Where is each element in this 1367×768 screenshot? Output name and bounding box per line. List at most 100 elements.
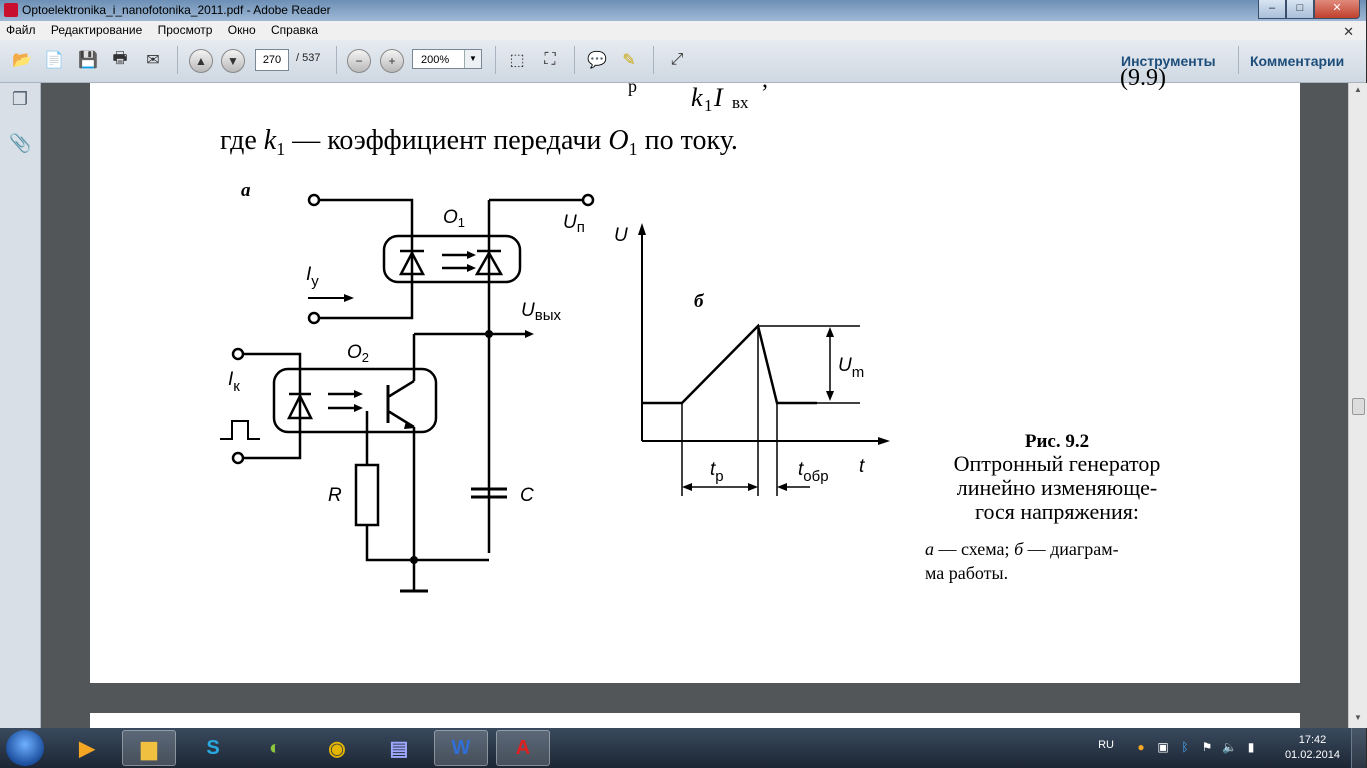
next-page-icon[interactable]: ▼	[221, 49, 245, 73]
scroll-thumb[interactable]	[1352, 398, 1365, 415]
explorer-icon[interactable]: ▆	[122, 730, 176, 766]
formula-I-sub: вх	[732, 93, 749, 112]
label-o2: O2	[347, 342, 369, 365]
terminal	[307, 193, 321, 207]
figure-caption: Рис. 9.2 Оптронный генератор линейно изм…	[954, 431, 1161, 524]
window-title: Optoelektronika_i_nanofotonika_2011.pdf …	[22, 3, 331, 17]
close-button[interactable]: ✕	[1314, 0, 1360, 19]
media-player-icon[interactable]: ▶	[79, 737, 95, 760]
adobe-reader-icon	[4, 3, 18, 17]
taskbar: ▶ ▆ S ◐ ◉ ▤ W A RU ● ▣ ᛒ ⚑ 🔈 ▮ 17:42 01.…	[0, 728, 1366, 768]
label-u: U	[614, 225, 628, 246]
toolbar-divider	[653, 46, 654, 74]
show-desktop-button[interactable]	[1351, 728, 1366, 768]
print-icon[interactable]: 🖶	[112, 49, 128, 67]
label-r: R	[328, 485, 342, 506]
label-um: Um	[838, 355, 864, 381]
previous-page-icon[interactable]: ▲	[189, 49, 213, 73]
start-button[interactable]	[6, 730, 44, 766]
tools-button[interactable]: Инструменты	[1121, 53, 1216, 69]
highlight-icon[interactable]: ✎	[622, 52, 636, 69]
tray-app-icon[interactable]: ●	[1137, 740, 1145, 754]
zoom-out-icon[interactable]: −	[347, 49, 371, 73]
caption-legend: а — схема; б — диаграм- ма работы.	[925, 539, 1119, 583]
page-number-input[interactable]: 270	[255, 49, 289, 71]
menu-file[interactable]: Файл	[6, 23, 36, 37]
toolbar-divider	[177, 46, 178, 74]
caption-line-1: Оптронный генератор	[954, 451, 1161, 476]
zoom-select[interactable]: 200%▼	[412, 49, 482, 69]
create-pdf-icon[interactable]: 📄	[44, 52, 64, 69]
tray-flag-icon[interactable]: ⚑	[1201, 740, 1213, 754]
formula-p-sub: р	[628, 76, 637, 96]
label-tp: tр	[710, 459, 724, 485]
menu-window[interactable]: Окно	[227, 23, 256, 37]
optocoupler-o2	[272, 367, 438, 434]
phototransistor-collector	[387, 379, 415, 399]
formula-number: (9.9)	[1120, 65, 1166, 91]
label-iy: Iу	[306, 264, 319, 290]
scroll-down-icon[interactable]: ▼	[1354, 713, 1362, 722]
document-viewer[interactable]: р , k 1 I вх (9.9) где k1 — коэффициент …	[41, 65, 1348, 753]
toolbar-divider	[1238, 46, 1239, 74]
word-icon[interactable]: W	[434, 730, 488, 766]
maximize-button[interactable]: □	[1286, 0, 1314, 19]
clock-time: 17:42	[1298, 734, 1327, 746]
formula-k: k	[691, 83, 703, 112]
email-icon[interactable]: ✉	[146, 52, 160, 69]
pages-panel-icon[interactable]: ❐	[11, 89, 29, 109]
chevron-down-icon[interactable]: ▼	[464, 50, 481, 68]
app-grid-icon[interactable]: ▤	[389, 737, 409, 760]
menu-help[interactable]: Справка	[271, 23, 319, 37]
clock-date: 01.02.2014	[1284, 749, 1340, 761]
toolbar-divider	[336, 46, 337, 74]
scroll-up-icon[interactable]: ▲	[1354, 85, 1362, 94]
volume-icon[interactable]: 🔈	[1222, 740, 1237, 754]
fit-width-icon[interactable]: ⛶	[544, 51, 556, 68]
terminal	[231, 347, 245, 361]
skype-icon[interactable]: S	[206, 736, 220, 759]
caption-title: Рис. 9.2	[1025, 431, 1089, 452]
tray-bluetooth-icon[interactable]: ᛒ	[1181, 740, 1189, 754]
language-indicator[interactable]: RU	[1098, 739, 1114, 751]
toolbar-divider	[574, 46, 575, 74]
label-un: Uп	[563, 212, 585, 236]
terminal	[231, 451, 245, 465]
label-b: б	[694, 291, 705, 312]
app-icon[interactable]: ◐	[268, 736, 282, 759]
menu-view[interactable]: Просмотр	[157, 23, 213, 37]
save-icon[interactable]: 💾	[78, 52, 98, 69]
attachments-icon[interactable]: 📎	[9, 133, 32, 153]
open-icon[interactable]: 📂	[12, 52, 32, 69]
timing-diagram	[641, 233, 880, 496]
network-icon[interactable]: ▮	[1247, 740, 1255, 754]
fit-page-icon[interactable]: ⬚	[509, 52, 525, 69]
diagram-arrows	[638, 223, 890, 491]
minimize-button[interactable]: –	[1258, 0, 1286, 19]
adobe-reader-taskbar-icon[interactable]: A	[496, 730, 550, 766]
close-document-button[interactable]: ✕	[1343, 24, 1354, 39]
circuit-schematic	[220, 193, 595, 593]
label-ik: Iк	[228, 369, 240, 395]
zoom-in-icon[interactable]: +	[380, 49, 404, 73]
pdf-page: р , k 1 I вх (9.9) где k1 — коэффициент …	[90, 65, 1300, 683]
fullscreen-icon[interactable]: ⤢	[670, 51, 684, 68]
terminal	[581, 193, 595, 207]
label-o1: O1	[443, 207, 465, 230]
voltage-waveform	[642, 323, 817, 405]
label-t: t	[859, 456, 865, 477]
menu-edit[interactable]: Редактирование	[50, 23, 143, 37]
vertical-scrollbar[interactable]: ▲ ▼	[1348, 83, 1367, 728]
comments-button[interactable]: Комментарии	[1250, 53, 1345, 69]
app-disc-icon[interactable]: ◉	[328, 737, 346, 760]
menu-bar: Файл Редактирование Просмотр Окно Справк…	[0, 21, 1366, 40]
circuit-labels: а O1 Uп Iу Uвых O2 Iк R C	[228, 180, 585, 506]
clock[interactable]: 17:42 01.02.2014	[1285, 733, 1340, 763]
diagram-labels: U б Um t tр tобр	[614, 225, 865, 485]
tray-clipboard-icon[interactable]: ▣	[1157, 740, 1169, 754]
caption-line-2: линейно изменяюще-	[957, 475, 1158, 500]
toolbar: 📂 📄 💾 🖶 ✉ ▲ ▼ 270 / 537 − + 200%▼ ⬚ ⛶ 💬 …	[0, 40, 1366, 83]
comment-icon[interactable]: 💬	[587, 52, 607, 69]
resistor-r	[354, 463, 380, 527]
wire	[243, 352, 302, 460]
